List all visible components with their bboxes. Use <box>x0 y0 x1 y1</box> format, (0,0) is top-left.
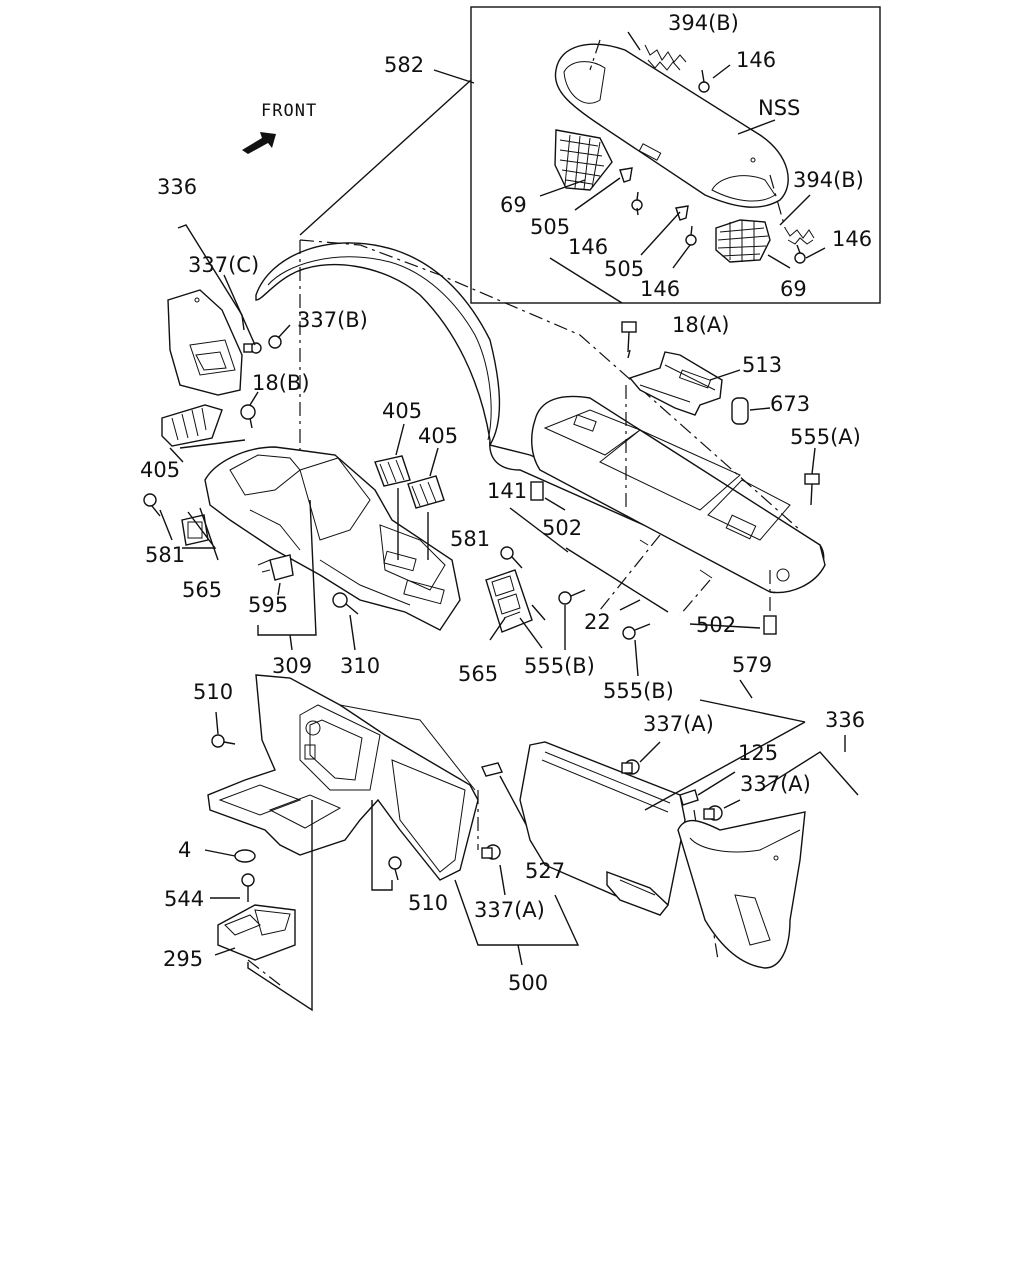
clip-337a-top <box>621 759 640 775</box>
label-510-bottom: 510 <box>408 891 448 915</box>
console-center-body <box>531 395 826 594</box>
label-nss: NSS <box>758 96 800 120</box>
label-18a: 18(A) <box>672 313 729 337</box>
label-579: 579 <box>732 653 772 677</box>
label-555b-mid: 555(B) <box>524 654 595 678</box>
label-146-c: 146 <box>640 277 680 301</box>
bolt-555b-b <box>622 623 651 640</box>
side-cover-right <box>677 811 806 969</box>
vent-405-left <box>161 404 223 447</box>
label-502-bottom: 502 <box>696 613 736 637</box>
label-405-right: 405 <box>418 424 458 448</box>
bolt-141 <box>530 481 544 501</box>
clip-125 <box>679 789 699 806</box>
label-141: 141 <box>487 479 527 503</box>
collar-673 <box>731 397 749 425</box>
label-565-left: 565 <box>182 578 222 602</box>
label-544: 544 <box>164 887 204 911</box>
label-337b: 337(B) <box>297 308 368 332</box>
label-555b-right: 555(B) <box>603 679 674 703</box>
label-500: 500 <box>508 971 548 995</box>
bolt-18a <box>621 321 637 353</box>
label-505-a: 505 <box>530 215 570 239</box>
clip-337a-bottom <box>481 844 501 860</box>
label-309: 309 <box>272 654 312 678</box>
clip-337b <box>268 335 282 349</box>
bolt-502 <box>763 615 777 635</box>
screw-581-left <box>143 493 161 517</box>
label-582: 582 <box>384 53 424 77</box>
clip-337a-right <box>703 805 723 821</box>
bolt-510-top <box>211 734 236 748</box>
screw-544 <box>241 873 255 902</box>
bolt-555a <box>804 473 820 506</box>
label-405-left: 405 <box>140 458 180 482</box>
label-673: 673 <box>770 392 810 416</box>
label-581-right: 581 <box>450 527 490 551</box>
label-513: 513 <box>742 353 782 377</box>
label-295: 295 <box>163 947 203 971</box>
switch-565-left <box>181 514 209 546</box>
label-310: 310 <box>340 654 380 678</box>
label-337a-top: 337(A) <box>643 712 714 736</box>
bolt-555b-a <box>558 589 586 605</box>
side-cover-left <box>167 289 243 396</box>
upper-console-cover <box>554 43 789 208</box>
vent-grille-right <box>715 219 771 263</box>
label-4: 4 <box>178 838 191 862</box>
instrument-panel-frame <box>204 446 461 631</box>
vent-405-mid <box>374 455 411 487</box>
label-565-right: 565 <box>458 662 498 686</box>
label-527: 527 <box>525 859 565 883</box>
label-69-right: 69 <box>780 277 807 301</box>
label-146-d: 146 <box>832 227 872 251</box>
vent-grille-left <box>554 129 613 191</box>
label-394b-top: 394(B) <box>668 11 739 35</box>
bracket-513 <box>628 351 723 416</box>
screw-581-right <box>500 546 523 569</box>
screw-310 <box>332 592 359 615</box>
front-label: FRONT <box>261 101 317 121</box>
label-336-left: 336 <box>157 175 197 199</box>
label-581-left: 581 <box>145 543 185 567</box>
lower-center-console <box>207 674 479 881</box>
clip-337c <box>243 342 262 354</box>
inset-frame <box>470 6 881 304</box>
label-337c: 337(C) <box>188 253 259 277</box>
vent-405-right <box>407 475 445 509</box>
label-510-top: 510 <box>193 680 233 704</box>
bolt-18b <box>240 404 256 429</box>
label-337a-right: 337(A) <box>740 772 811 796</box>
label-555a: 555(A) <box>790 425 861 449</box>
label-22: 22 <box>584 610 611 634</box>
label-394b-right: 394(B) <box>793 168 864 192</box>
label-595: 595 <box>248 593 288 617</box>
label-146-b: 146 <box>568 235 608 259</box>
bolt-510-bottom <box>388 856 402 881</box>
cap-4 <box>234 849 256 863</box>
front-arrow-icon <box>242 132 276 154</box>
cup-holder-295 <box>217 904 296 961</box>
label-146-a: 146 <box>736 48 776 72</box>
label-18b: 18(B) <box>252 371 310 395</box>
label-337a-bottom: 337(A) <box>474 898 545 922</box>
label-336-right: 336 <box>825 708 865 732</box>
label-405-mid: 405 <box>382 399 422 423</box>
label-125: 125 <box>738 741 778 765</box>
glove-box-lid <box>519 741 686 916</box>
label-502-top: 502 <box>542 516 582 540</box>
switch-565-right <box>485 569 533 633</box>
label-69-left: 69 <box>500 193 527 217</box>
clip-595 <box>257 554 294 581</box>
label-505-b: 505 <box>604 257 644 281</box>
